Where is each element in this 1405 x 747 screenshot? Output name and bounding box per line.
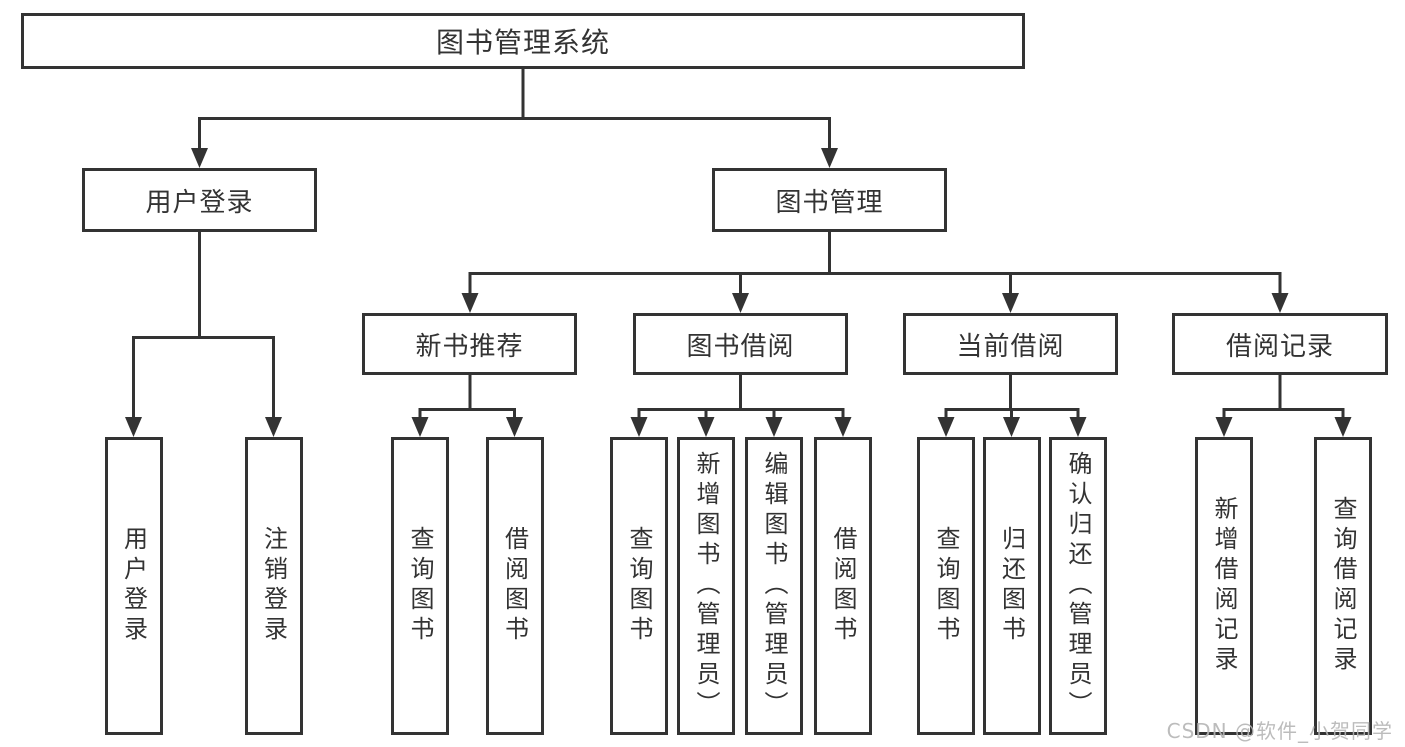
node-label: 用户登录 xyxy=(145,187,254,218)
csdn-watermark: CSDN @软件_小贺同学 xyxy=(1166,719,1393,743)
connector-current-borrow xyxy=(937,375,1087,437)
node-user-login: 用户登录 xyxy=(82,168,317,232)
node-borrow-records: 借阅记录 xyxy=(1172,313,1388,375)
leaf-label: 编辑图书（管理员） xyxy=(760,451,788,721)
leaf-label: 查询借阅记录 xyxy=(1329,496,1357,676)
node-book-management: 图书管理 xyxy=(712,168,947,232)
leaf-label: 新增借阅记录 xyxy=(1210,496,1238,676)
node-label: 新书推荐 xyxy=(415,331,524,362)
node-book-borrow: 图书借阅 xyxy=(633,313,848,375)
leaf-label: 查询图书 xyxy=(625,526,653,646)
connector-borrow-records xyxy=(1215,375,1352,437)
leaf-label: 用户登录 xyxy=(119,526,148,646)
leaf-add-books-admin: 新增图书（管理员） xyxy=(677,437,735,735)
node-label: 图书管理系统 xyxy=(435,26,610,59)
leaf-return-books: 归还图书 xyxy=(982,437,1041,735)
leaf-edit-books-admin: 编辑图书（管理员） xyxy=(745,437,803,735)
leaf-label: 确认归还（管理员） xyxy=(1064,451,1092,721)
node-label: 借阅记录 xyxy=(1225,331,1334,362)
connector-new-book xyxy=(411,375,523,437)
leaf-user-login: 用户登录 xyxy=(104,437,163,735)
leaf-query-books-1: 查询图书 xyxy=(391,437,449,735)
leaf-add-borrow-record: 新增借阅记录 xyxy=(1195,437,1253,735)
leaf-confirm-return-admin: 确认归还（管理员） xyxy=(1049,437,1107,735)
leaf-query-borrow-record: 查询借阅记录 xyxy=(1314,437,1372,735)
node-label: 当前借阅 xyxy=(956,331,1065,362)
leaf-query-books-3: 查询图书 xyxy=(917,437,975,735)
node-book-management-system: 图书管理系统 xyxy=(21,13,1025,69)
leaf-label: 归还图书 xyxy=(997,526,1026,646)
leaf-label: 借阅图书 xyxy=(500,526,529,646)
leaf-borrow-books-1: 借阅图书 xyxy=(485,437,544,735)
leaf-logout: 注销登录 xyxy=(244,437,303,735)
node-label: 图书管理 xyxy=(775,187,884,218)
node-current-borrow: 当前借阅 xyxy=(903,313,1118,375)
leaf-query-books-2: 查询图书 xyxy=(610,437,668,735)
leaf-label: 借阅图书 xyxy=(829,526,857,646)
node-label: 图书借阅 xyxy=(686,331,795,362)
leaf-label: 查询图书 xyxy=(406,526,434,646)
node-new-book-recommend: 新书推荐 xyxy=(362,313,577,375)
leaf-label: 新增图书（管理员） xyxy=(692,451,720,721)
connector-root xyxy=(191,69,838,168)
connector-book-management xyxy=(461,232,1289,313)
leaf-label: 查询图书 xyxy=(932,526,960,646)
leaf-label: 注销登录 xyxy=(259,526,288,646)
leaf-borrow-books-2: 借阅图书 xyxy=(814,437,872,735)
connector-user-login xyxy=(125,232,282,437)
connector-book-borrow xyxy=(630,375,852,437)
